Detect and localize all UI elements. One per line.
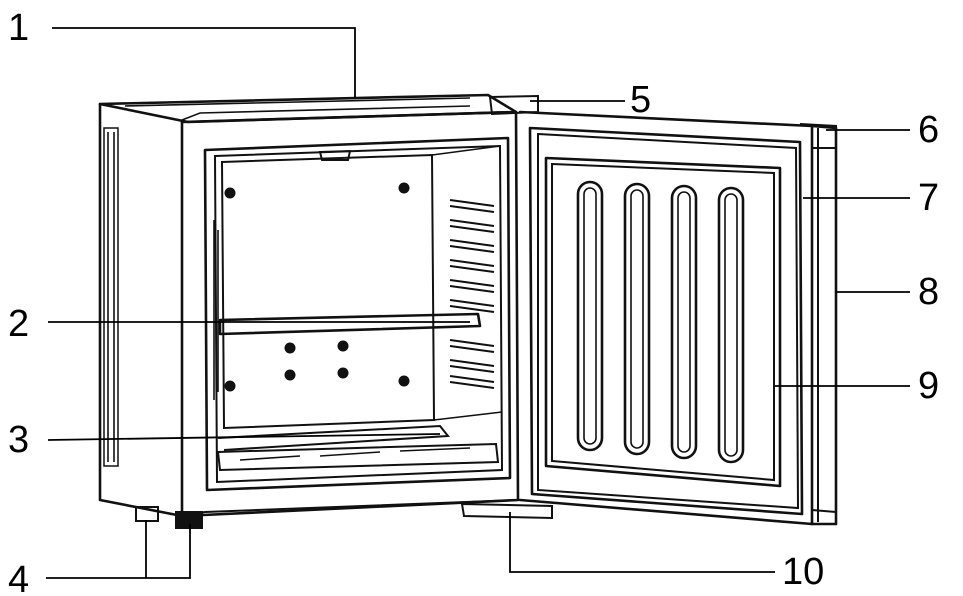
bottom-hinge <box>460 502 553 520</box>
callout-5: 5 <box>630 79 651 121</box>
shelf <box>218 312 482 336</box>
callout-8: 8 <box>918 271 939 313</box>
side-vent-grille <box>103 127 119 467</box>
shelf-rails <box>449 199 495 389</box>
callout-4: 4 <box>8 559 29 596</box>
callout-9: 9 <box>918 365 939 407</box>
callout-6: 6 <box>918 109 939 151</box>
callout-2: 2 <box>8 303 29 345</box>
door <box>518 110 838 526</box>
drip-tray <box>216 424 500 472</box>
callout-7: 7 <box>918 177 939 219</box>
callout-10: 10 <box>782 551 824 593</box>
callout-1: 1 <box>8 7 29 49</box>
leader-lines <box>46 27 910 579</box>
feet <box>135 506 203 529</box>
door-ribs <box>576 180 745 464</box>
callout-3: 3 <box>8 419 29 461</box>
cabinet <box>98 93 553 529</box>
